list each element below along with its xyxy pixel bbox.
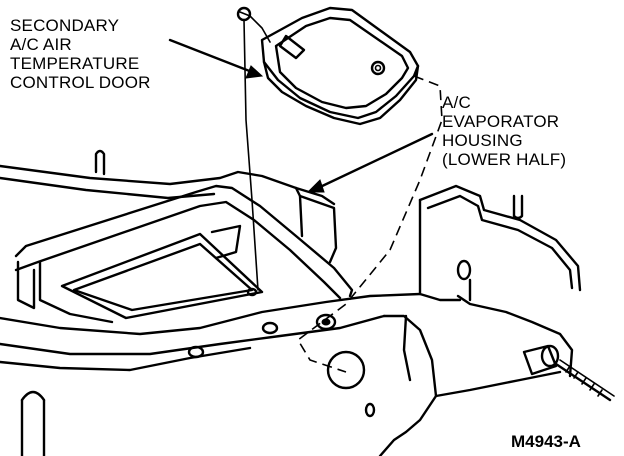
label-secondary-door: SECONDARY A/C AIR TEMPERATURE CONTROL DO… <box>10 16 151 92</box>
evaporator-housing <box>0 149 615 456</box>
label-line: (LOWER HALF) <box>442 150 567 169</box>
control-door <box>236 6 420 126</box>
label-line: HOUSING <box>442 131 523 150</box>
label-line: A/C <box>442 93 471 112</box>
label-evaporator-housing: A/C EVAPORATOR HOUSING (LOWER HALF) <box>442 93 566 169</box>
label-line: EVAPORATOR <box>442 112 560 131</box>
label-line: SECONDARY <box>10 16 120 35</box>
figure-id: M4943-A <box>511 432 581 451</box>
label-line: A/C AIR <box>10 35 72 54</box>
label-line: TEMPERATURE <box>10 54 140 73</box>
leader-arrows <box>168 38 434 193</box>
label-line: CONTROL DOOR <box>10 73 151 92</box>
